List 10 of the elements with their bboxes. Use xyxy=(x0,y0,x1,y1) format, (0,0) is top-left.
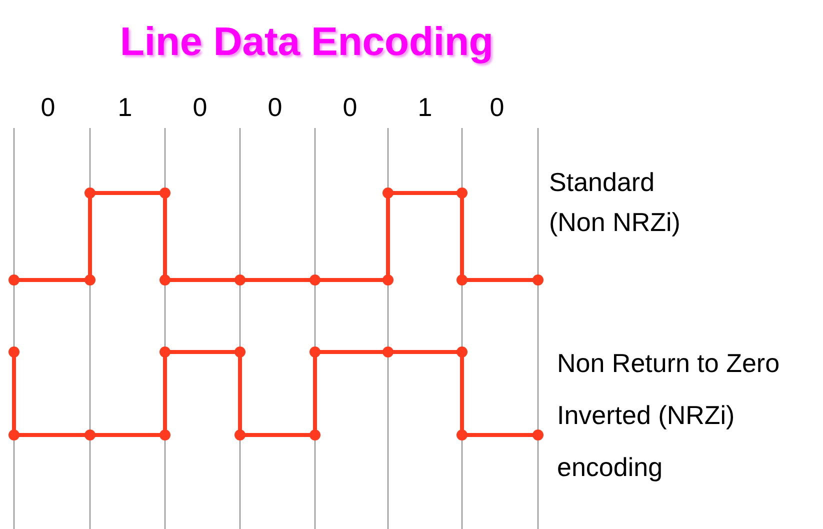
bit-value: 0 xyxy=(40,91,56,124)
waveform-caption: Non Return to Zero Inverted (NRZi) encoding xyxy=(557,347,781,484)
bit-value: 1 xyxy=(416,91,434,124)
bit-value: 0 xyxy=(192,91,208,124)
bit-value: 0 xyxy=(488,91,506,124)
title: Line Data Encoding xyxy=(120,19,494,66)
bit-value: 0 xyxy=(266,91,284,124)
waveform-caption: Standard (Non NRZi) xyxy=(549,166,682,239)
bit-value: 0 xyxy=(342,91,358,124)
bit-value: 1 xyxy=(116,91,134,124)
